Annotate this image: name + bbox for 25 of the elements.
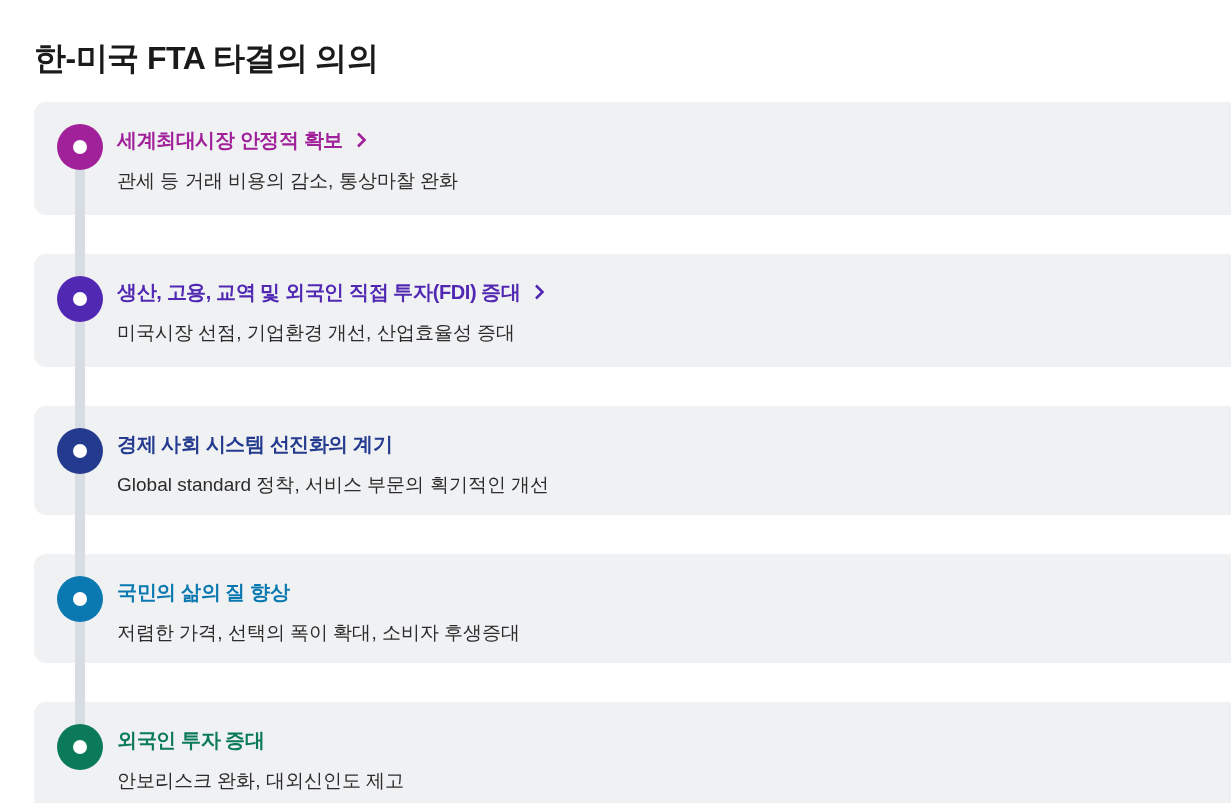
timeline-marker-icon	[57, 724, 103, 770]
timeline-card	[34, 702, 1231, 803]
timeline-card	[34, 406, 1231, 515]
timeline-marker-icon	[57, 428, 103, 474]
timeline-line	[75, 170, 85, 276]
card-description: 미국시장 선점, 기업환경 개선, 산업효율성 증대	[117, 321, 515, 345]
timeline-line	[75, 622, 85, 724]
card-heading: 경제 사회 시스템 선진화의 계기	[117, 432, 393, 457]
timeline-marker-icon	[57, 124, 103, 170]
card-description: 저렴한 가격, 선택의 폭이 확대, 소비자 후생증대	[117, 621, 521, 645]
timeline-card	[34, 254, 1231, 367]
card-heading: 생산, 고용, 교역 및 외국인 직접 투자(FDI) 증대	[117, 280, 521, 305]
timeline-card	[34, 554, 1231, 663]
card-heading: 외국인 투자 증대	[117, 728, 265, 753]
timeline-marker-icon	[57, 276, 103, 322]
card-heading: 세계최대시장 안정적 확보	[117, 128, 343, 153]
timeline-line	[75, 474, 85, 576]
card-description: 안보리스크 완화, 대외신인도 제고	[117, 769, 405, 793]
timeline-line	[75, 322, 85, 428]
card-heading: 국민의 삶의 질 향상	[117, 580, 290, 605]
card-description: 관세 등 거래 비용의 감소, 통상마찰 완화	[117, 169, 458, 193]
timeline-marker-icon	[57, 576, 103, 622]
card-description: Global standard 정착, 서비스 부문의 획기적인 개선	[117, 473, 549, 497]
page-title: 한-미국 FTA 타결의 의의	[34, 39, 379, 78]
timeline-card	[34, 102, 1231, 215]
